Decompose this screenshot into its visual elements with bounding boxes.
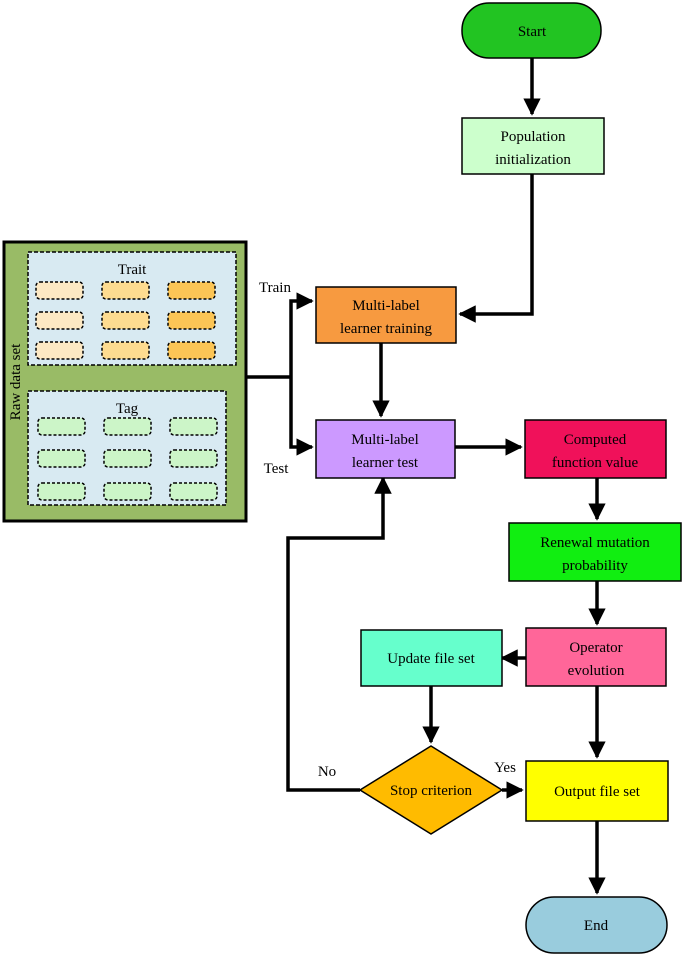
tag-cell — [169, 449, 218, 468]
trait-cells — [35, 281, 216, 360]
trait-cell — [101, 341, 150, 360]
connectors — [246, 58, 606, 895]
tag-cells — [37, 417, 218, 501]
edge-label-no: No — [318, 764, 336, 780]
node-population: Population initialization — [461, 117, 605, 175]
node-renewal: Renewal mutation probability — [508, 522, 682, 582]
tag-label: Tag — [116, 401, 139, 417]
trait-cell — [101, 281, 150, 300]
output-box — [525, 760, 669, 822]
node-start: Start — [461, 2, 602, 59]
tag-cell — [103, 482, 152, 501]
operator-label-2: evolution — [568, 663, 625, 679]
population-box — [461, 117, 605, 175]
edge-label-yes: Yes — [494, 760, 516, 776]
tag-cell — [37, 449, 86, 468]
node-update: Update file set — [360, 629, 503, 687]
training-box — [315, 286, 457, 344]
arrow-dataset-train — [289, 292, 314, 377]
test-label-2: learner test — [352, 455, 419, 471]
renewal-box — [508, 522, 682, 582]
trait-label: Trait — [118, 262, 147, 278]
computed-box — [524, 419, 667, 479]
training-label-2: learner training — [340, 321, 433, 337]
start-terminal — [461, 2, 602, 59]
tag-cell — [103, 449, 152, 468]
update-box — [360, 629, 503, 687]
trait-cell — [35, 341, 84, 360]
renewal-label-1: Renewal mutation — [540, 535, 650, 551]
raw-data-set-panel: Raw data set Trait Tag — [2, 240, 248, 523]
arrow-population-training — [458, 174, 534, 323]
arrow-dataset-test — [289, 377, 314, 456]
start-label: Start — [518, 24, 547, 40]
node-output: Output file set — [525, 760, 669, 822]
population-label-2: initialization — [495, 152, 571, 168]
test-box — [315, 419, 456, 479]
computed-label-2: function value — [552, 455, 639, 471]
trait-cell — [101, 311, 150, 330]
trait-cell — [167, 281, 216, 300]
edge-label-train: Train — [259, 280, 291, 296]
test-label-1: Multi-label — [351, 432, 419, 448]
trait-cell — [35, 311, 84, 330]
operator-label-1: Operator — [569, 640, 622, 656]
update-label: Update file set — [387, 651, 475, 667]
node-end: End — [525, 896, 668, 954]
node-operator: Operator evolution — [525, 627, 667, 687]
training-label-1: Multi-label — [352, 298, 420, 314]
trait-cell — [167, 311, 216, 330]
tag-cell — [169, 482, 218, 501]
end-terminal — [525, 896, 668, 954]
arrow-stop-test — [286, 476, 392, 792]
trait-cell — [35, 281, 84, 300]
computed-label-1: Computed — [564, 432, 627, 448]
population-label-1: Population — [500, 129, 566, 145]
tag-cell — [37, 482, 86, 501]
node-training: Multi-label learner training — [315, 286, 457, 344]
renewal-label-2: probability — [562, 558, 628, 574]
tag-cell — [169, 417, 218, 436]
end-label: End — [584, 918, 609, 934]
tag-cell — [37, 417, 86, 436]
node-test: Multi-label learner test — [315, 419, 456, 479]
stop-diamond — [358, 745, 504, 835]
node-computed: Computed function value — [524, 419, 667, 479]
node-stop: Stop criterion — [358, 745, 504, 835]
raw-data-set-title: Raw data set — [8, 343, 24, 420]
operator-box — [525, 627, 667, 687]
output-label: Output file set — [554, 784, 641, 800]
stop-label: Stop criterion — [390, 783, 473, 799]
tag-cell — [103, 417, 152, 436]
edge-label-test: Test — [264, 461, 290, 477]
trait-cell — [167, 341, 216, 360]
